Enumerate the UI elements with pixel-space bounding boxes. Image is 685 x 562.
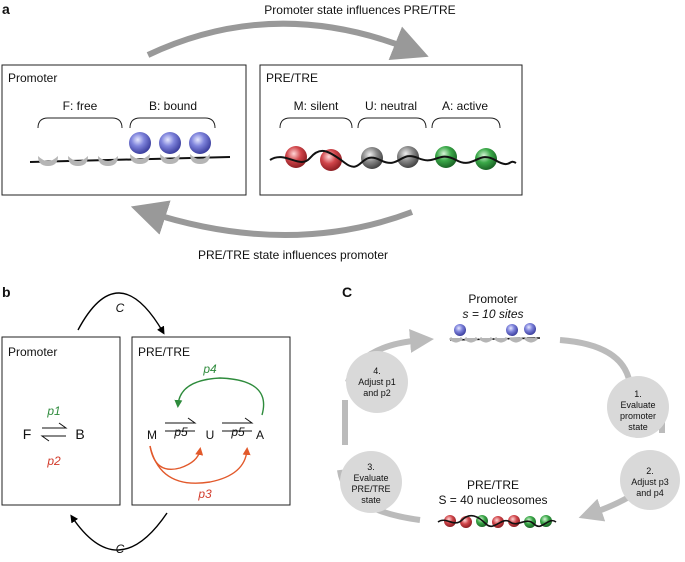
top-arrow-text: Promoter state influences PRE/TRE (264, 3, 455, 17)
promoter-sites-c: s = 10 sites (462, 307, 523, 321)
pre-box-a (259, 64, 523, 196)
svg-text:and p4: and p4 (636, 488, 664, 498)
bottom-c-arrow (70, 512, 168, 551)
bottom-arrow-text: PRE/TRE state influences promoter (198, 248, 388, 262)
fb-forward-arrow (42, 422, 68, 429)
rate-p3: p3 (197, 487, 212, 501)
mu-forward-arrow (165, 417, 197, 424)
bottom-influence-arrow (130, 200, 414, 238)
p3-orange-arrow-ua (149, 445, 251, 484)
svg-text:and p2: and p2 (363, 388, 391, 398)
silent-bracket (279, 117, 353, 129)
top-c-arrow (77, 292, 165, 335)
svg-text:4.: 4. (373, 366, 381, 376)
rate-p2: p2 (46, 454, 61, 468)
state-b: B (75, 426, 84, 442)
svg-text:state: state (361, 495, 381, 505)
neutral-bracket (357, 117, 427, 129)
pre-title-c: PRE/TRE (467, 478, 519, 492)
state-m: M (147, 428, 157, 442)
top-influence-arrow (146, 20, 429, 61)
top-c-label: C (116, 301, 125, 315)
active-bracket (431, 117, 501, 129)
step-4: 4. Adjust p1 and p2 (346, 351, 408, 413)
fb-back-arrow (40, 435, 66, 442)
svg-text:state: state (628, 422, 648, 432)
promoter-title-b: Promoter (8, 345, 57, 359)
p4-green-arrow (174, 377, 265, 416)
step-1: 1. Evaluate promoter state (607, 376, 669, 438)
pre-nucleosomes-c: S = 40 nucleosomes (438, 493, 547, 507)
state-f: F (23, 426, 32, 442)
pre-nucleosomes-c-graphic (437, 514, 557, 528)
promoter-box-b (1, 336, 121, 506)
state-a: A (256, 428, 264, 442)
step-3: 3. Evaluate PRE/TRE state (340, 451, 402, 513)
svg-text:Evaluate: Evaluate (353, 473, 388, 483)
bound-bracket (129, 117, 216, 129)
state-u: U (206, 428, 215, 442)
active-label: A: active (442, 99, 488, 113)
bound-proteins (129, 132, 211, 164)
svg-text:1.: 1. (634, 389, 642, 399)
panel-c-label: C (342, 284, 352, 300)
svg-text:Adjust p3: Adjust p3 (631, 477, 669, 487)
promoter-title-a: Promoter (8, 71, 57, 85)
svg-text:promoter: promoter (620, 411, 656, 421)
svg-text:2.: 2. (646, 466, 654, 476)
svg-text:Adjust p1: Adjust p1 (358, 377, 396, 387)
neutral-label: U: neutral (365, 99, 417, 113)
promoter-box-a (1, 64, 247, 196)
ua-forward-arrow (222, 417, 254, 424)
svg-text:Evaluate: Evaluate (620, 400, 655, 410)
panel-b-label: b (2, 284, 11, 300)
panel-a-label: a (2, 1, 10, 17)
step-2: 2. Adjust p3 and p4 (620, 450, 680, 510)
bound-label: B: bound (149, 99, 197, 113)
promoter-title-c: Promoter (468, 292, 517, 306)
pre-title-b: PRE/TRE (138, 345, 190, 359)
pre-dna-a (269, 149, 517, 168)
svg-text:PRE/TRE: PRE/TRE (351, 484, 390, 494)
promoter-sites-c-graphic (448, 323, 539, 343)
rate-p1: p1 (46, 404, 60, 418)
bottom-c-label: C (116, 542, 125, 556)
promoter-dna-a (29, 156, 231, 163)
free-label: F: free (63, 99, 98, 113)
svg-text:3.: 3. (367, 462, 375, 472)
silent-label: M: silent (294, 99, 339, 113)
pre-title-a: PRE/TRE (266, 71, 318, 85)
pre-box-b (131, 336, 291, 506)
free-bracket (37, 117, 123, 129)
rate-p5-ua: p5 (230, 425, 245, 439)
rate-p4: p4 (202, 362, 217, 376)
rate-p5-mu: p5 (173, 425, 188, 439)
